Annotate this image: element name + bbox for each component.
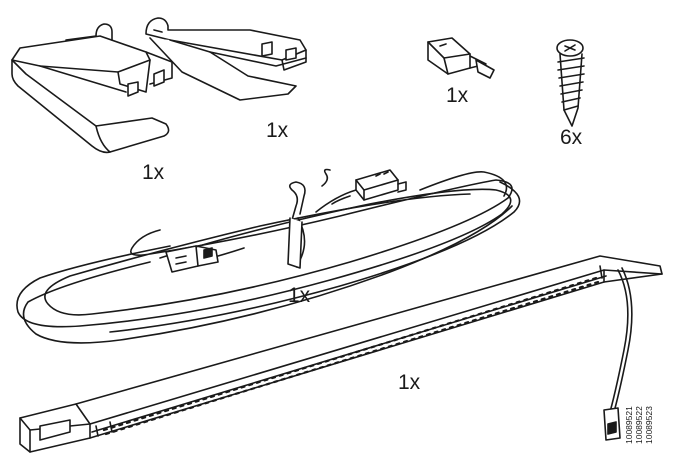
article-number: 10089523 xyxy=(644,406,654,444)
screw-icon xyxy=(556,39,585,127)
led-strip-quantity: 1x xyxy=(398,371,421,394)
mounting-clip-left-icon xyxy=(11,23,173,154)
screw-quantity: 6x xyxy=(560,126,583,149)
article-numbers: 10089521 10089522 10089523 xyxy=(624,400,661,462)
led-strip-icon xyxy=(19,255,663,453)
cable-quantity: 1x xyxy=(288,284,311,307)
clip-right-quantity: 1x xyxy=(266,119,289,142)
screwdriver-bit-icon xyxy=(427,37,495,79)
article-number: 10089521 xyxy=(624,406,634,444)
clip-left-quantity: 1x xyxy=(142,161,165,184)
mounting-clip-right-icon xyxy=(145,17,307,101)
cable-icon xyxy=(16,168,521,344)
article-number: 10089522 xyxy=(634,406,644,444)
bit-quantity: 1x xyxy=(446,84,469,107)
